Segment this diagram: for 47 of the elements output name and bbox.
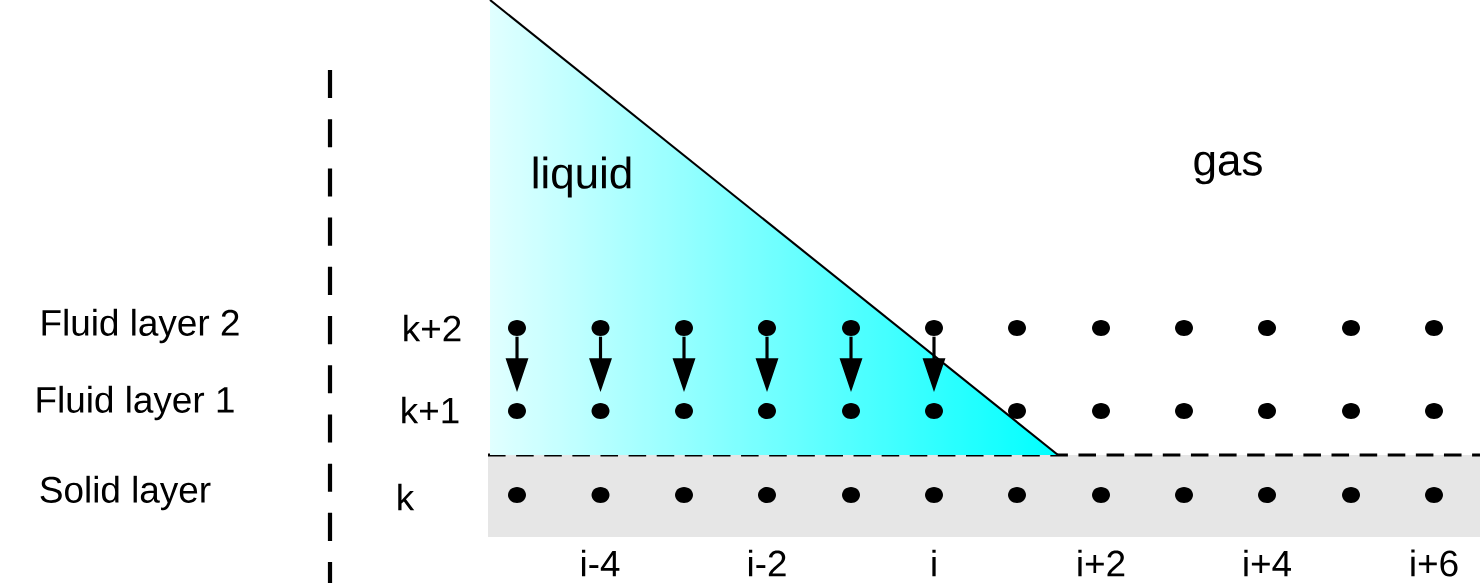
dot	[1175, 487, 1193, 503]
column-index: i+6	[1411, 549, 1458, 577]
dot	[842, 487, 860, 503]
dot	[758, 320, 776, 336]
dot	[1258, 487, 1276, 503]
column-index: i-2	[749, 549, 786, 577]
dot	[1175, 403, 1193, 419]
dot	[758, 403, 776, 419]
dot	[1342, 403, 1360, 419]
dot	[1425, 320, 1443, 336]
column-index: i+2	[1078, 549, 1125, 577]
column-index: i	[932, 549, 936, 577]
dot	[591, 487, 610, 503]
dot	[1258, 403, 1276, 419]
dot	[508, 403, 526, 419]
dot	[1425, 403, 1443, 419]
row-index: k	[398, 483, 415, 511]
row-index: k+1	[402, 396, 459, 424]
dot	[1258, 320, 1276, 336]
row-index: k+2	[404, 314, 461, 342]
region-label: gas	[1194, 151, 1262, 185]
dot	[1342, 320, 1360, 336]
dot	[842, 403, 860, 419]
dot	[508, 320, 526, 336]
dot	[758, 487, 776, 503]
dot	[1008, 487, 1026, 503]
dot	[1092, 487, 1110, 503]
dot	[591, 320, 610, 336]
dot	[925, 403, 943, 419]
layer-label: Fluid layer 2	[42, 308, 239, 344]
dot	[1342, 487, 1360, 503]
dot	[1092, 320, 1110, 336]
column-index: i+4	[1244, 549, 1291, 577]
column-index: i-4	[582, 549, 620, 577]
dot	[1425, 487, 1443, 503]
liquid-region: liquid	[489, 0, 1059, 456]
dot	[675, 320, 693, 336]
layer-label: Solid layer	[40, 475, 211, 511]
dot	[842, 320, 860, 336]
dot	[675, 403, 693, 419]
dot	[675, 487, 693, 503]
dot	[508, 487, 526, 503]
layer-label: Fluid layer 1	[37, 385, 234, 421]
dot	[591, 403, 610, 419]
dot	[925, 487, 943, 503]
dot	[1092, 403, 1110, 419]
dot	[1175, 320, 1193, 336]
